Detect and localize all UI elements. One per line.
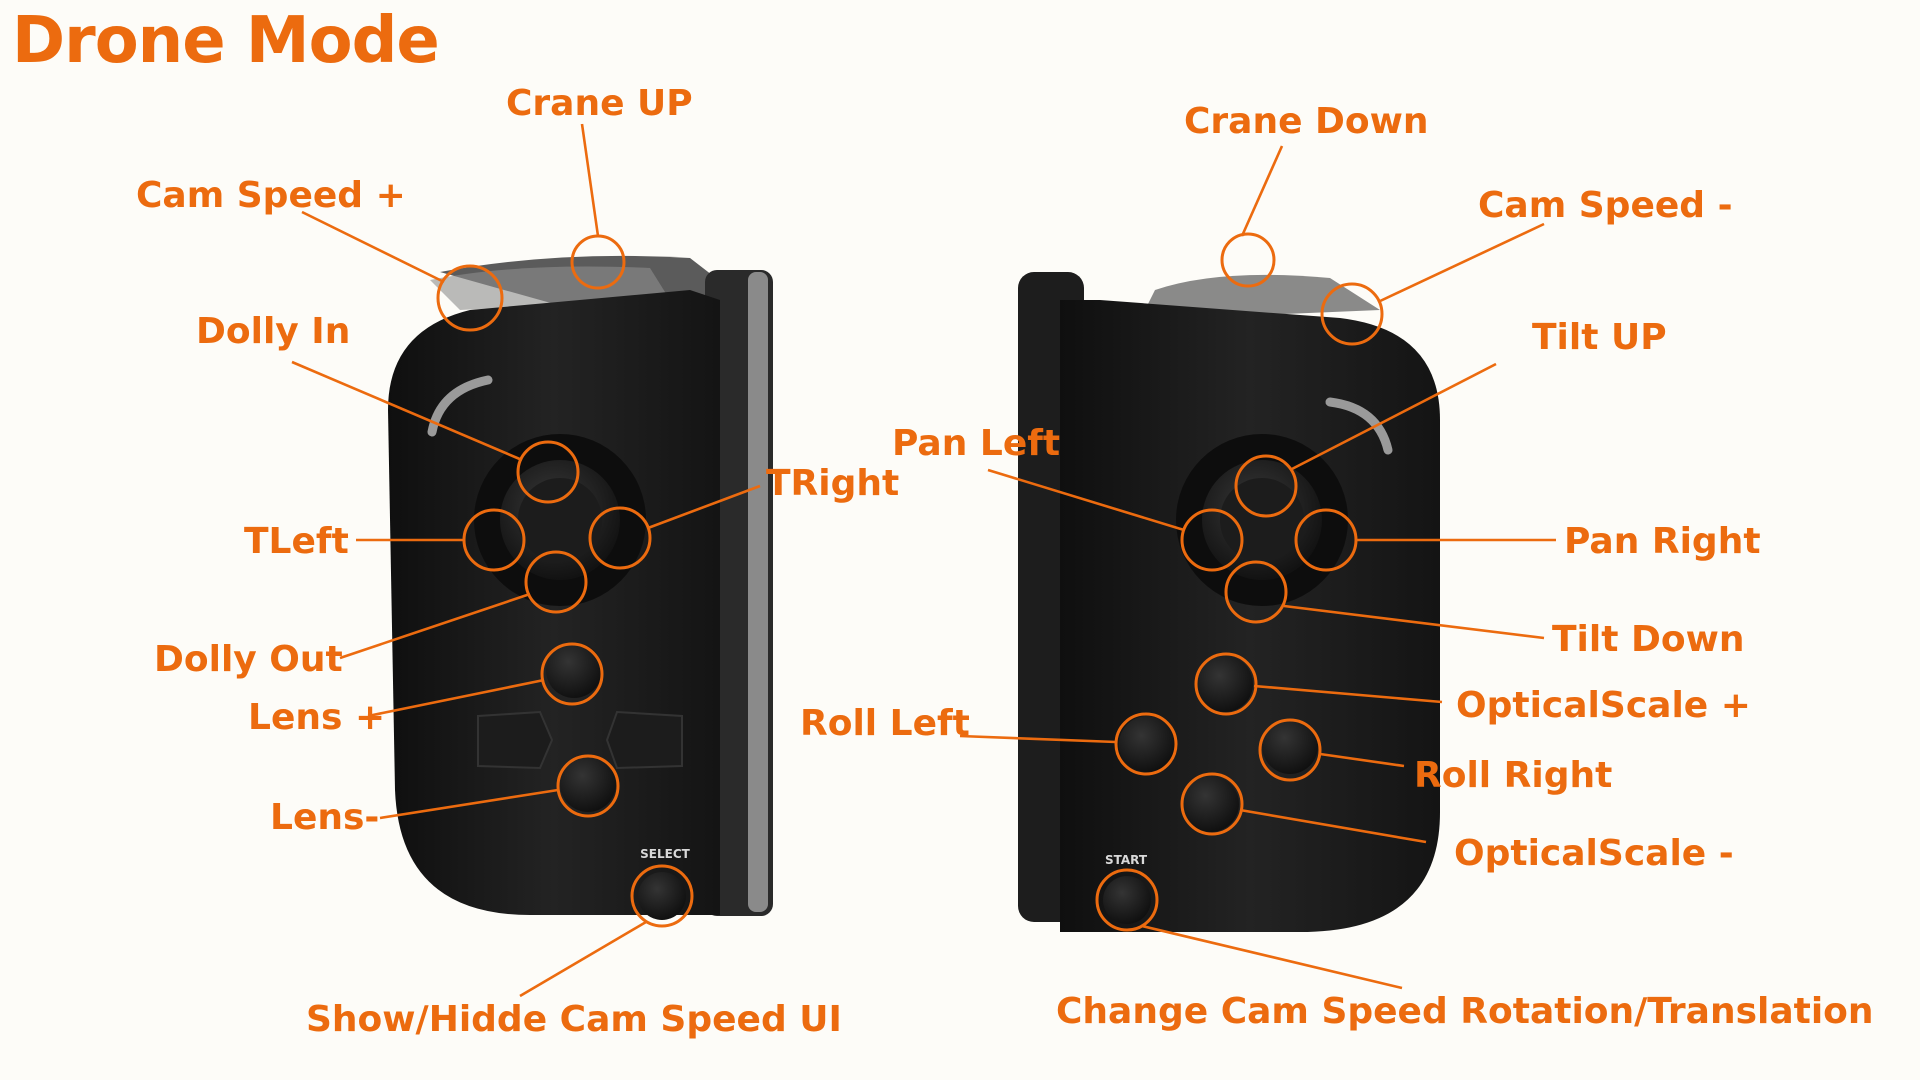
callout-cam-speed-minus bbox=[1320, 282, 1384, 346]
left-down-button[interactable] bbox=[560, 756, 616, 812]
callout-dolly-out bbox=[524, 550, 588, 614]
select-button[interactable] bbox=[638, 872, 686, 920]
label-pan-left: Pan Left bbox=[892, 423, 1061, 464]
label-cam-speed-minus: Cam Speed - bbox=[1478, 185, 1733, 226]
label-optical-scale-minus: OpticalScale - bbox=[1454, 833, 1734, 874]
right-b-button[interactable] bbox=[1183, 776, 1239, 832]
callout-tilt-up bbox=[1234, 454, 1298, 518]
label-dolly-in: Dolly In bbox=[196, 311, 351, 352]
label-lens-minus: Lens- bbox=[270, 797, 380, 838]
label-roll-right: Roll Right bbox=[1414, 755, 1613, 796]
label-pan-right: Pan Right bbox=[1564, 521, 1761, 562]
callout-roll-left bbox=[1114, 712, 1178, 776]
left-left-button[interactable] bbox=[477, 710, 554, 770]
label-crane-down: Crane Down bbox=[1184, 101, 1429, 142]
right-a-button[interactable] bbox=[1262, 718, 1318, 774]
label-tright: TRight bbox=[766, 463, 900, 504]
label-roll-left: Roll Left bbox=[800, 703, 970, 744]
label-tilt-down: Tilt Down bbox=[1552, 619, 1745, 660]
start-text: START bbox=[1105, 853, 1148, 867]
start-button[interactable] bbox=[1103, 876, 1151, 924]
page-title: Drone Mode bbox=[12, 4, 440, 78]
callout-lens-minus bbox=[556, 754, 620, 818]
callout-select bbox=[630, 864, 694, 928]
callout-circles bbox=[436, 232, 1384, 932]
callout-start bbox=[1095, 868, 1159, 932]
callout-lens-plus bbox=[540, 642, 604, 706]
callout-tilt-down bbox=[1224, 560, 1288, 624]
label-lens-plus: Lens + bbox=[248, 697, 386, 738]
left-right-button[interactable] bbox=[605, 710, 683, 770]
left-up-button[interactable] bbox=[546, 642, 602, 698]
right-x-button[interactable] bbox=[1197, 656, 1253, 712]
callout-pan-left bbox=[1180, 508, 1244, 572]
callout-roll-right bbox=[1258, 718, 1322, 782]
callout-crane-down bbox=[1220, 232, 1276, 288]
right-controller-body bbox=[1060, 300, 1440, 932]
label-cam-speed-plus: Cam Speed + bbox=[136, 175, 406, 216]
label-change-cam-speed-mode: Change Cam Speed Rotation/Translation bbox=[1056, 991, 1874, 1032]
label-tilt-up: Tilt UP bbox=[1532, 317, 1667, 358]
left-controller: SELECT bbox=[388, 255, 773, 920]
callout-optical-plus bbox=[1194, 652, 1258, 716]
label-optical-scale-plus: OpticalScale + bbox=[1456, 685, 1751, 726]
select-text: SELECT bbox=[640, 847, 690, 861]
callout-optical-minus bbox=[1180, 772, 1244, 836]
label-show-hide-cam-speed-ui: Show/Hidde Cam Speed UI bbox=[306, 999, 842, 1040]
right-y-button[interactable] bbox=[1119, 716, 1175, 772]
leader-lines bbox=[291, 123, 1556, 998]
label-dolly-out: Dolly Out bbox=[154, 639, 343, 680]
callout-tright bbox=[588, 506, 652, 570]
label-crane-up: Crane UP bbox=[506, 83, 693, 124]
label-tleft: TLeft bbox=[244, 521, 349, 562]
callout-dolly-in bbox=[516, 440, 580, 504]
callout-cam-speed-plus bbox=[436, 264, 504, 332]
